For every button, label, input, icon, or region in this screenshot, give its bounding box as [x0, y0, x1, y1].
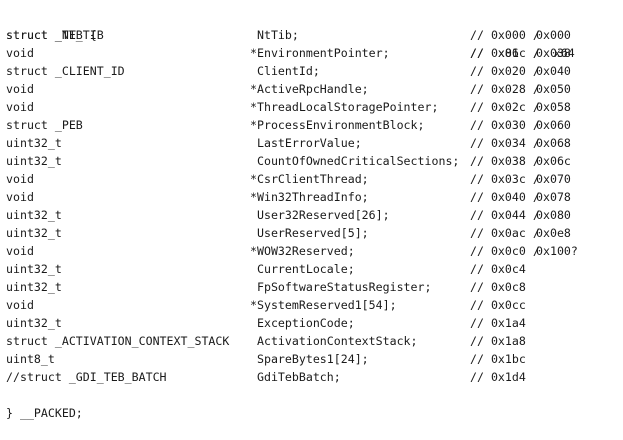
field-type: //struct _GDI_TEB_BATCH — [6, 370, 167, 384]
offset-x64: 0x040 — [536, 64, 571, 78]
field-row: struct _CLIENT_ID ClientId; // 0x020 /0x0… — [0, 62, 623, 80]
field-type: void — [6, 298, 34, 312]
field-name: *ProcessEnvironmentBlock; — [250, 118, 425, 132]
field-row: void *ThreadLocalStoragePointer; // 0x02c … — [0, 98, 623, 116]
field-row: uint32_t LastErrorValue; // 0x034 /0x068 — [0, 134, 623, 152]
field-name: *ThreadLocalStoragePointer; — [250, 100, 439, 114]
offset-x64: 0x078 — [536, 190, 571, 204]
field-row: uint32_t User32Reserved[26]; // 0x044 /0x… — [0, 206, 623, 224]
field-row: void *SystemReserved1[54]; // 0x0cc — [0, 296, 623, 314]
offset-x86: // 0x038 / — [470, 154, 540, 168]
offset-x86: // 0x0c4 — [470, 262, 526, 276]
field-type: uint32_t — [6, 136, 62, 150]
offset-x86: // 0x0c0 / — [470, 244, 540, 258]
field-type: struct _NT_TIB — [6, 28, 104, 42]
field-name: ActivationContextStack; — [250, 334, 418, 348]
field-type: uint8_t — [6, 352, 55, 366]
struct-open: struct _TEB { — [6, 28, 97, 42]
offset-x86: // 0x0c8 — [470, 280, 526, 294]
field-row: uint32_t FpSoftwareStatusRegister; // 0x0… — [0, 278, 623, 296]
offset-x86: // 0x0ac / — [470, 226, 540, 240]
field-row: uint32_t ExceptionCode; // 0x1a4 — [0, 314, 623, 332]
field-type: uint32_t — [6, 316, 62, 330]
offset-x64: 0x068 — [536, 136, 571, 150]
field-name: FpSoftwareStatusRegister; — [250, 280, 432, 294]
offset-x86: // 0x034 / — [470, 136, 540, 150]
field-name: *Win32ThreadInfo; — [250, 190, 369, 204]
field-name: *SystemReserved1[54]; — [250, 298, 397, 312]
field-row: //struct _GDI_TEB_BATCH GdiTebBatch; // 0… — [0, 368, 623, 386]
field-name: GdiTebBatch; — [250, 370, 341, 384]
field-type: uint32_t — [6, 208, 62, 222]
field-type: uint32_t — [6, 154, 62, 168]
offset-x64: 0x038 — [536, 46, 571, 60]
field-name: NtTib; — [250, 28, 299, 42]
struct-footer-line: } __PACKED; — [0, 386, 623, 420]
field-row: struct _ACTIVATION_CONTEXT_STACK Activat… — [0, 332, 623, 350]
offset-x86: // 0x1a4 — [470, 316, 526, 330]
field-type: void — [6, 46, 34, 60]
field-type: void — [6, 100, 34, 114]
field-row: void *CsrClientThread; // 0x03c /0x070 — [0, 170, 623, 188]
offset-x86: // 0x044 / — [470, 208, 540, 222]
field-name: *EnvironmentPointer; — [250, 46, 390, 60]
field-type: void — [6, 172, 34, 186]
offset-x64: 0x100? — [536, 244, 578, 258]
field-type: struct _PEB — [6, 118, 83, 132]
struct-close: } __PACKED; — [6, 406, 83, 420]
field-name: ExceptionCode; — [250, 316, 355, 330]
field-row: void *Win32ThreadInfo; // 0x040 /0x078 — [0, 188, 623, 206]
offset-x86: // 0x1a8 — [470, 334, 526, 348]
field-name: ClientId; — [250, 64, 320, 78]
field-name: SpareBytes1[24]; — [250, 352, 369, 366]
offset-x86: // 0x01c / — [470, 46, 540, 60]
field-type: void — [6, 82, 34, 96]
field-row: struct _PEB *ProcessEnvironmentBlock; // 0… — [0, 116, 623, 134]
offset-x86: // 0x1bc — [470, 352, 526, 366]
field-row: uint32_t CountOfOwnedCriticalSections; //… — [0, 152, 623, 170]
field-name: *CsrClientThread; — [250, 172, 369, 186]
offset-x86: // 0x030 / — [470, 118, 540, 132]
offset-x64: 0x060 — [536, 118, 571, 132]
offset-x64: 0x06c — [536, 154, 571, 168]
offset-x64: 0x0e8 — [536, 226, 571, 240]
offset-x86: // 0x03c / — [470, 172, 540, 186]
field-row: uint8_t SpareBytes1[24]; // 0x1bc — [0, 350, 623, 368]
field-type: uint32_t — [6, 226, 62, 240]
struct-header-line: struct _TEB { // x86 / x64 — [0, 8, 623, 60]
offset-x86: // 0x02c / — [470, 100, 540, 114]
offset-x64: 0x070 — [536, 172, 571, 186]
offset-x86: // 0x028 / — [470, 82, 540, 96]
field-row: struct _NT_TIB NtTib; // 0x000 /0x000 — [0, 26, 623, 44]
field-name: CurrentLocale; — [250, 262, 355, 276]
offset-x64: 0x080 — [536, 208, 571, 222]
field-row: void *EnvironmentPointer; // 0x01c /0x038 — [0, 44, 623, 62]
offset-x64: 0x050 — [536, 82, 571, 96]
offset-x64: 0x058 — [536, 100, 571, 114]
field-name: *WOW32Reserved; — [250, 244, 355, 258]
field-row: uint32_t CurrentLocale; // 0x0c4 — [0, 260, 623, 278]
field-type: uint32_t — [6, 280, 62, 294]
offset-x64: 0x000 — [536, 28, 571, 42]
offset-x86: // 0x000 / — [470, 28, 540, 42]
field-name: User32Reserved[26]; — [250, 208, 390, 222]
field-row: uint32_t UserReserved[5]; // 0x0ac /0x0e8 — [0, 224, 623, 242]
field-row: void *WOW32Reserved; // 0x0c0 /0x100? — [0, 242, 623, 260]
field-name: CountOfOwnedCriticalSections; — [250, 154, 460, 168]
field-type: void — [6, 244, 34, 258]
field-type: struct _ACTIVATION_CONTEXT_STACK — [6, 334, 230, 348]
offset-x86: // 0x0cc — [470, 298, 526, 312]
field-type: void — [6, 190, 34, 204]
offset-x86: // 0x1d4 — [470, 370, 526, 384]
offset-column-header: // x86 / x64 — [470, 46, 575, 60]
field-name: *ActiveRpcHandle; — [250, 82, 369, 96]
code-listing: struct _TEB { // x86 / x64 struct _NT_TI… — [0, 8, 623, 420]
offset-x86: // 0x020 / — [470, 64, 540, 78]
offset-x86: // 0x040 / — [470, 190, 540, 204]
field-type: uint32_t — [6, 262, 62, 276]
field-name: LastErrorValue; — [250, 136, 362, 150]
field-type: struct _CLIENT_ID — [6, 64, 125, 78]
field-row: void *ActiveRpcHandle; // 0x028 /0x050 — [0, 80, 623, 98]
field-name: UserReserved[5]; — [250, 226, 369, 240]
